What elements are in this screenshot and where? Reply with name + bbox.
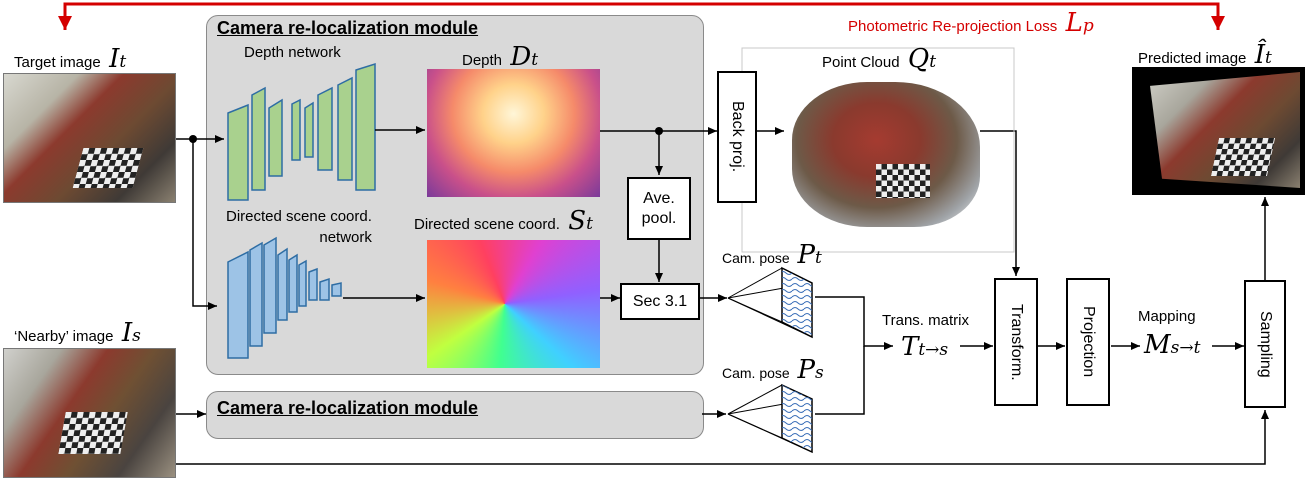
mapping-label: Mapping: [1138, 308, 1196, 325]
module-title-bottom: Camera re-localization module: [217, 398, 479, 418]
trans-matrix-label: Trans. matrix: [882, 312, 969, 329]
back-projection-box: Back proj.: [717, 71, 757, 203]
cam-pose-t-label: Cam. pose Pt: [722, 240, 822, 270]
dsc-label: Directed scene coord. St: [414, 206, 593, 236]
predicted-image-label: Predicted image Ît: [1138, 40, 1272, 70]
point-cloud-label: Point Cloud Qt: [822, 44, 937, 74]
cam-pose-s-label: Cam. pose Ps: [722, 355, 824, 385]
point-cloud-image: [792, 82, 980, 227]
trans-matrix-symbol: Tt→s: [901, 332, 949, 362]
depth-label: Depth Dt: [462, 42, 539, 72]
transform-box: Transform.: [994, 278, 1038, 406]
scene-coordinate-image: [427, 240, 600, 368]
camera-frustum-t: [727, 266, 813, 339]
loss-label: Photometric Re-projection Loss Lp: [848, 8, 1094, 38]
projection-box: Projection: [1066, 278, 1110, 406]
chessboard-icon: [72, 148, 144, 188]
chessboard-icon: [58, 412, 128, 454]
sec-3-1-box: Sec 3.1: [620, 283, 700, 320]
chessboard-icon: [1210, 138, 1276, 176]
mapping-symbol: Ms→t: [1144, 330, 1201, 360]
camera-relocalization-module-bottom: [206, 391, 704, 439]
camera-frustum-s: [727, 383, 813, 454]
loss-arrow: [58, 2, 1225, 30]
sampling-box: Sampling: [1244, 280, 1286, 408]
chessboard-icon: [876, 164, 930, 198]
target-image-label: Target image It: [14, 44, 127, 74]
nearby-image-label: ‘Nearby’ image Is: [14, 318, 141, 348]
average-pool-box: Ave.pool.: [627, 177, 691, 240]
depth-network-label: Depth network: [244, 44, 341, 61]
dsc-network-label: Directed scene coord. network: [226, 208, 372, 246]
module-title: Camera re-localization module: [217, 18, 479, 38]
dsc-network-icon: [227, 236, 342, 359]
depth-network-icon: [227, 62, 376, 201]
depth-map-image: [427, 69, 600, 197]
